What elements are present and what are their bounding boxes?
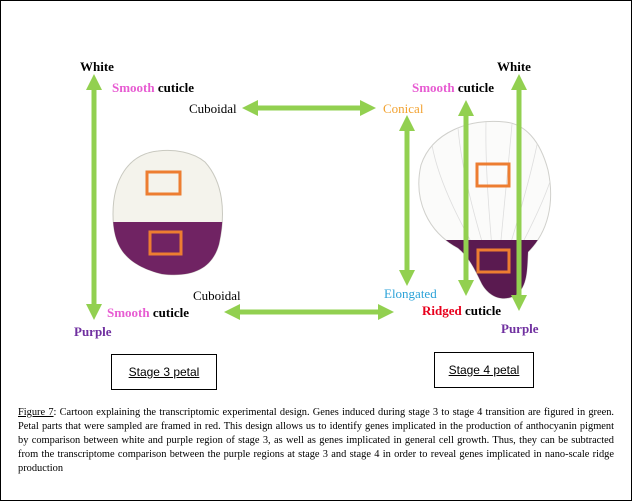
stage4-bottom-cuticle-word: cuticle bbox=[464, 303, 502, 318]
stage4-white-sample-frame bbox=[475, 162, 511, 188]
stage3-top-cuticle-label: Smooth cuticle bbox=[112, 80, 194, 96]
stage4-top-color-label: White bbox=[497, 59, 531, 74]
figure-caption: Figure 7: Cartoon explaining the transcr… bbox=[18, 406, 614, 476]
stage3-bottom-cuticle-label: Smooth cuticle bbox=[107, 305, 189, 321]
stage3-white-sample-frame bbox=[145, 170, 182, 196]
stage4-top-cuticle-word: cuticle bbox=[457, 80, 494, 95]
stage4-petal-label: Stage 4 petal bbox=[448, 363, 520, 377]
stage3-bottom-cell-shape: Cuboidal bbox=[193, 288, 241, 303]
figure-ref: Figure 7 bbox=[18, 407, 54, 418]
stage3-top-cuticle-word: cuticle bbox=[157, 80, 194, 95]
stage3-purple-sample-frame bbox=[148, 230, 183, 256]
stage3-petal-label: Stage 3 petal bbox=[128, 365, 200, 379]
stage4-petal-box: Stage 4 petal bbox=[434, 352, 534, 388]
stage4-purple-sample-frame bbox=[476, 248, 511, 274]
stage3-top-cuticle-type: Smooth bbox=[112, 80, 155, 95]
stage3-bottom-color-label: Purple bbox=[74, 324, 112, 339]
stage4-bottom-cuticle-label: Ridged cuticle bbox=[422, 303, 501, 319]
stage4-top-cuticle-label: Smooth cuticle bbox=[412, 80, 494, 96]
stage3-petal bbox=[112, 149, 223, 276]
stage3-petal-box: Stage 3 petal bbox=[111, 354, 217, 390]
stage4-bottom-color-label: Purple bbox=[501, 321, 539, 336]
stage4-bottom-cuticle-type: Ridged bbox=[422, 303, 462, 318]
stage3-top-cell-shape: Cuboidal bbox=[189, 101, 237, 116]
stage4-bottom-cell-shape: Elongated bbox=[384, 286, 437, 301]
stage3-top-color-label: White bbox=[80, 59, 114, 74]
stage3-bottom-cuticle-word: cuticle bbox=[152, 305, 189, 320]
stage4-top-cell-shape: Conical bbox=[383, 101, 424, 116]
caption-text: : Cartoon explaining the transcriptomic … bbox=[18, 407, 615, 474]
stage4-top-cuticle-type: Smooth bbox=[412, 80, 455, 95]
stage3-bottom-cuticle-type: Smooth bbox=[107, 305, 150, 320]
stage4-petal bbox=[418, 120, 552, 299]
